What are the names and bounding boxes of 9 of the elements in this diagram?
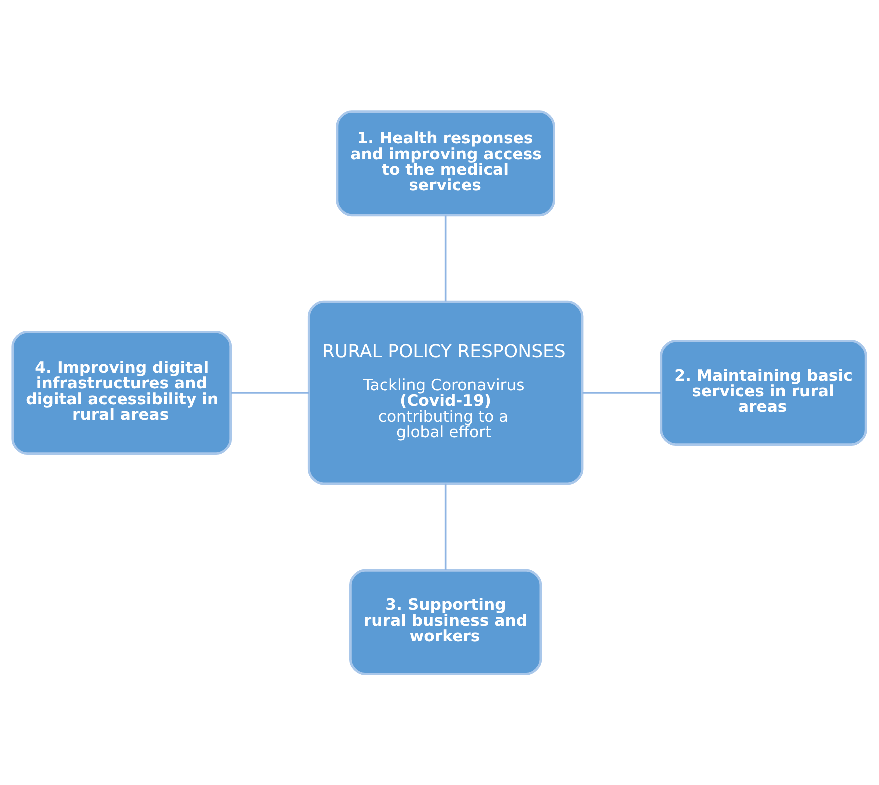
connector — [582, 392, 662, 394]
node-box: 1. Health responses and improving access to the medical services — [336, 110, 556, 216]
connector — [444, 483, 447, 570]
node-box: 3. Supporting rural business and workers — [349, 568, 542, 675]
node-box: 4. Improving digital infrastructures and digital accessibility in rural areas — [12, 330, 232, 455]
connector — [444, 215, 447, 302]
connector — [231, 392, 310, 394]
node-box: RURAL POLICY RESPONSES Tackling Coronavirus (Covid-19) contributing to a global effort — [308, 300, 584, 485]
node-box: 2. Maintaining basic services in rural areas — [660, 340, 868, 446]
